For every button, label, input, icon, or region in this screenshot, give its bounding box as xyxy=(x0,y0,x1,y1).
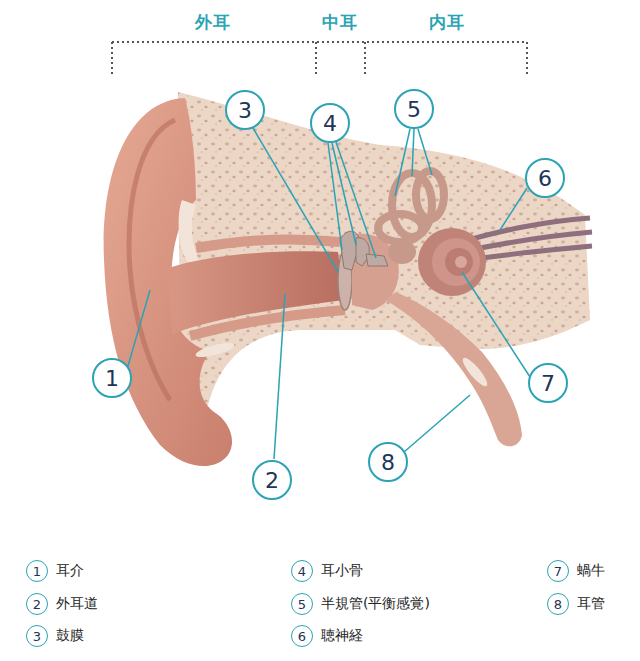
pinna-fold xyxy=(129,120,175,400)
part-name: 蝸牛 xyxy=(577,562,605,580)
key-number: 1 xyxy=(26,560,48,582)
part-name: 耳介 xyxy=(56,562,84,580)
key-number: 7 xyxy=(547,560,569,582)
key-number: 4 xyxy=(291,560,313,582)
vestibule xyxy=(388,240,416,264)
callout-number: 7 xyxy=(528,363,568,403)
region-header: 外耳 xyxy=(195,11,231,34)
callout-number: 8 xyxy=(368,442,408,482)
key-number: 3 xyxy=(26,625,48,647)
part-name: 耳管 xyxy=(577,595,605,613)
canal-wall-upper xyxy=(196,240,340,248)
part-name: 聴神経 xyxy=(321,627,363,645)
callout-number: 6 xyxy=(525,158,565,198)
callout-number: 3 xyxy=(225,90,265,130)
part-name: 耳小骨 xyxy=(321,562,363,580)
part-name: 外耳道 xyxy=(56,595,98,613)
pinna-cartilage xyxy=(179,200,200,262)
region-bracket xyxy=(112,42,527,76)
part-name: 半規管(平衡感覚) xyxy=(321,595,430,613)
key-number: 8 xyxy=(547,593,569,615)
auditory-nerve xyxy=(468,218,592,260)
callout-number: 2 xyxy=(252,460,292,500)
semicircular-canals xyxy=(378,171,444,242)
canal-cartilage xyxy=(194,340,235,360)
key-number: 2 xyxy=(26,593,48,615)
part-name: 鼓膜 xyxy=(56,627,84,645)
key-number: 6 xyxy=(291,625,313,647)
region-header: 内耳 xyxy=(429,11,465,34)
eustachian-tube xyxy=(385,292,522,446)
canal-wall-lower xyxy=(190,310,345,336)
tube-cartilage xyxy=(460,355,491,389)
cochlea xyxy=(418,228,486,296)
key-number: 5 xyxy=(291,593,313,615)
callout-number: 5 xyxy=(394,89,434,129)
region-header: 中耳 xyxy=(322,11,358,34)
callout-number: 4 xyxy=(310,103,350,143)
leader-lines xyxy=(128,128,530,459)
callout-number: 1 xyxy=(92,358,132,398)
